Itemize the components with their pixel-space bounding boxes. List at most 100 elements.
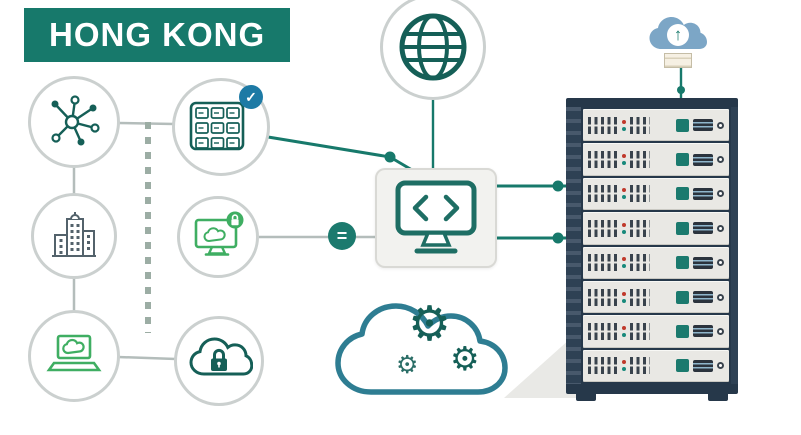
server-display bbox=[693, 359, 713, 372]
monitor-cloud-node bbox=[177, 196, 259, 278]
rack-foot bbox=[708, 393, 728, 401]
server-knob bbox=[717, 156, 724, 164]
server-knob bbox=[717, 224, 724, 232]
server-display bbox=[693, 222, 713, 235]
server-rack bbox=[566, 98, 738, 401]
laptop-node bbox=[28, 310, 120, 402]
server-knob bbox=[717, 190, 724, 198]
globe-node bbox=[380, 0, 486, 100]
server-vent-grid bbox=[630, 185, 650, 203]
cloud-upload-group: ↑ bbox=[645, 8, 715, 78]
server-power-button bbox=[676, 221, 689, 235]
server-display bbox=[693, 187, 713, 200]
server-knob bbox=[717, 259, 724, 267]
gear-icon: ⚙ bbox=[408, 296, 452, 352]
led-light bbox=[622, 291, 626, 296]
led-light bbox=[622, 325, 626, 330]
server-power-button bbox=[676, 256, 689, 270]
rack-top-frame bbox=[566, 98, 738, 107]
led-light bbox=[622, 195, 626, 200]
server-power-button bbox=[676, 118, 689, 132]
server-power-button bbox=[676, 290, 689, 304]
cloud-lock-node bbox=[174, 316, 264, 406]
server-unit bbox=[583, 315, 729, 348]
code-monitor-panel bbox=[375, 168, 497, 268]
server-unit bbox=[583, 280, 729, 314]
check-badge: ✓ bbox=[239, 85, 263, 109]
server-display bbox=[693, 256, 713, 269]
led-light bbox=[622, 154, 626, 159]
server-vent-grid bbox=[588, 288, 618, 306]
status-leds bbox=[622, 222, 626, 234]
server-display bbox=[693, 119, 713, 132]
led-light bbox=[622, 360, 626, 365]
buildings-node bbox=[31, 193, 117, 279]
server-vent-grid bbox=[588, 357, 618, 375]
laptop-cloud-icon bbox=[46, 334, 102, 372]
server-vent-grid bbox=[630, 357, 650, 375]
server-vent-grid bbox=[630, 322, 650, 340]
status-leds bbox=[622, 119, 626, 131]
server-knob bbox=[717, 293, 724, 301]
server-vent-grid bbox=[630, 254, 650, 272]
server-unit bbox=[583, 177, 729, 211]
server-knob bbox=[717, 121, 724, 129]
cloud-lock-icon bbox=[189, 337, 253, 376]
led-light bbox=[622, 119, 626, 124]
led-light bbox=[622, 298, 626, 303]
led-light bbox=[622, 222, 626, 227]
server-vent-grid bbox=[630, 288, 650, 306]
rack-right-rail bbox=[731, 107, 738, 384]
rack-foot bbox=[576, 393, 596, 401]
title-banner: HONG KONG bbox=[24, 8, 291, 62]
led-light bbox=[622, 332, 626, 337]
server-display bbox=[693, 153, 713, 166]
led-light bbox=[622, 188, 626, 193]
server-power-button bbox=[676, 359, 689, 373]
code-monitor-icon bbox=[395, 180, 477, 254]
server-grid-node: ✓ bbox=[172, 78, 270, 176]
server-power-button bbox=[676, 324, 689, 338]
rack-left-rail bbox=[566, 107, 581, 384]
status-leds bbox=[622, 291, 626, 303]
server-power-button bbox=[676, 187, 689, 201]
server-vent-grid bbox=[588, 151, 618, 169]
server-vent-grid bbox=[630, 151, 650, 169]
led-light bbox=[622, 126, 626, 131]
upload-arrow-icon: ↑ bbox=[673, 25, 683, 44]
city-buildings-icon bbox=[52, 212, 96, 257]
server-unit bbox=[583, 109, 729, 142]
led-light bbox=[622, 264, 626, 269]
server-unit bbox=[583, 246, 729, 279]
network-node bbox=[28, 76, 120, 168]
led-light bbox=[622, 367, 626, 372]
status-leds bbox=[622, 360, 626, 372]
server-unit bbox=[583, 212, 729, 245]
server-display bbox=[693, 325, 713, 338]
server-knob bbox=[717, 362, 724, 370]
upload-device bbox=[664, 53, 692, 68]
status-leds bbox=[622, 325, 626, 337]
cloud-gears-icon bbox=[335, 303, 508, 395]
status-leds bbox=[622, 188, 626, 200]
server-knob bbox=[717, 327, 724, 335]
status-leds bbox=[622, 257, 626, 269]
equals-icon: = bbox=[336, 225, 348, 246]
equals-badge: = bbox=[328, 222, 356, 250]
rack-body bbox=[566, 107, 738, 384]
led-light bbox=[622, 257, 626, 262]
server-vent-grid bbox=[588, 322, 618, 340]
monitor-cloud-lock-icon bbox=[194, 211, 244, 256]
rack-bottom-frame bbox=[566, 384, 738, 394]
check-icon: ✓ bbox=[245, 88, 257, 105]
server-power-button bbox=[676, 153, 689, 167]
page-title: HONG KONG bbox=[49, 16, 266, 53]
server-vent-grid bbox=[630, 116, 650, 134]
gear-icon: ⚙ bbox=[396, 350, 419, 379]
rack-units bbox=[581, 107, 731, 384]
server-grid-check-icon bbox=[189, 101, 245, 151]
globe-icon bbox=[399, 13, 467, 81]
led-light bbox=[622, 161, 626, 166]
gear-icon: ⚙ bbox=[450, 339, 480, 378]
